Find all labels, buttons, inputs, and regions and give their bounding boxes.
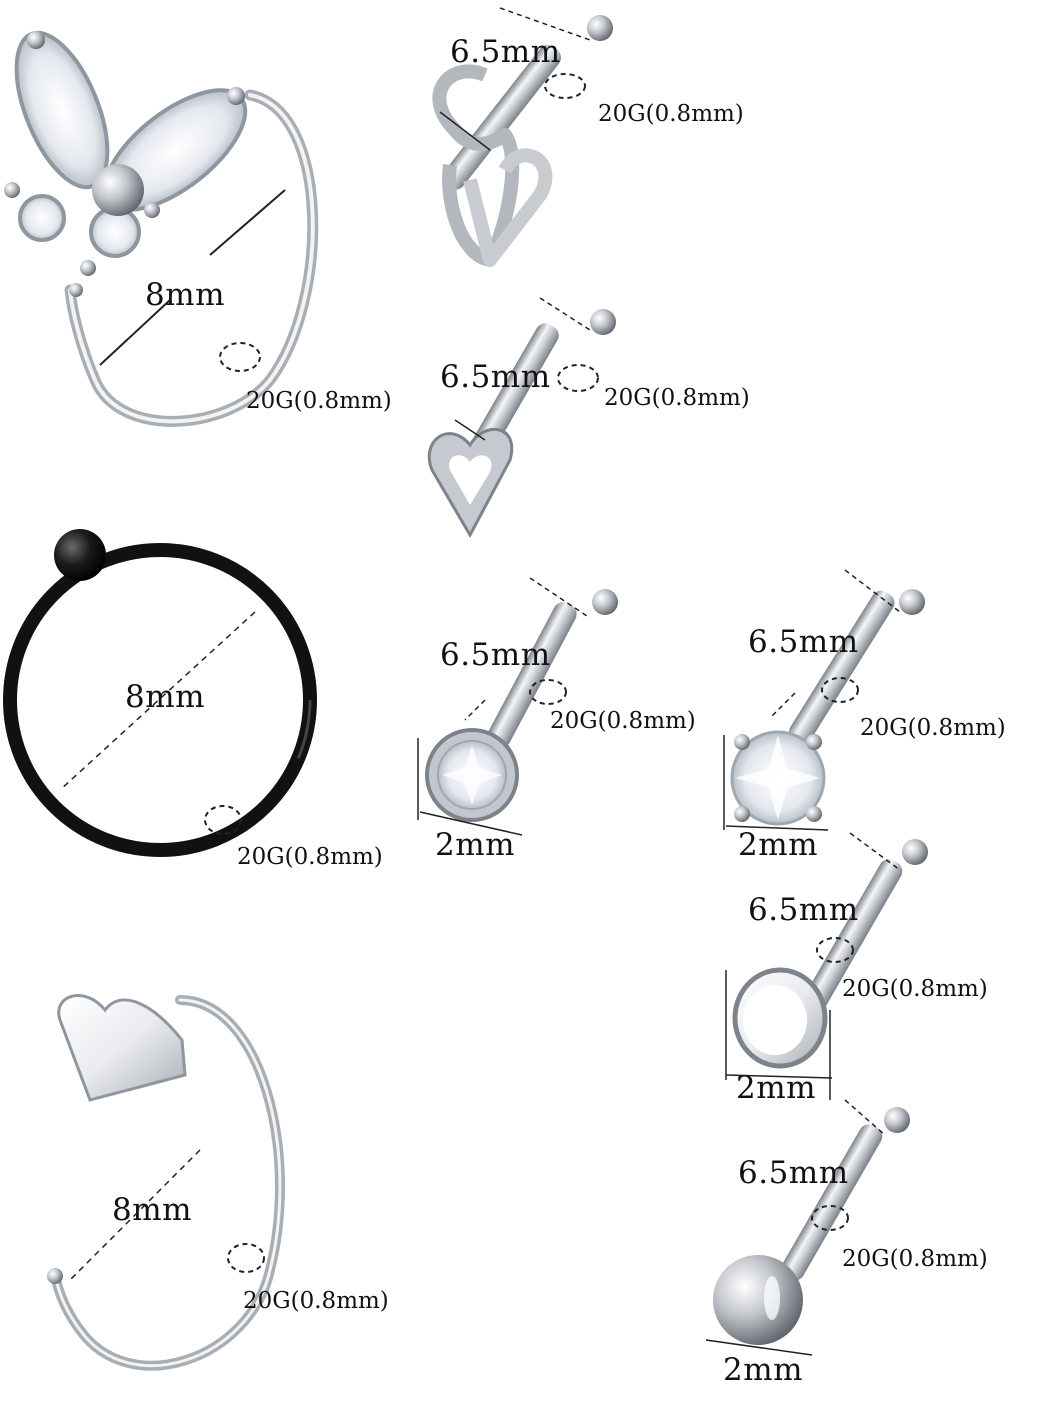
flat-disc-stud: [725, 832, 928, 1100]
item1-gauge-label: 20G(0.8mm): [246, 388, 392, 414]
item7-gauge-label: 20G(0.8mm): [243, 1288, 389, 1314]
ball-stud: [705, 1099, 910, 1356]
item6-length-label: 6.5mm: [748, 624, 859, 660]
prong-cz-stud: [723, 569, 925, 831]
item9-head-label: 2mm: [723, 1352, 804, 1388]
item4-gauge-label: 20G(0.8mm): [237, 844, 383, 870]
butterfly-hoop: [4, 30, 319, 427]
item6-gauge-label: 20G(0.8mm): [860, 715, 1006, 741]
item8-length-label: 6.5mm: [748, 892, 859, 928]
item9-length-label: 6.5mm: [738, 1155, 849, 1191]
item5-length-label: 6.5mm: [440, 637, 551, 673]
item5-head-label: 2mm: [435, 827, 516, 863]
hollow-heart-stud: [427, 297, 616, 539]
item1-diameter-label: 8mm: [145, 277, 226, 313]
item4-diameter-label: 8mm: [125, 679, 206, 715]
item7-diameter-label: 8mm: [112, 1192, 193, 1228]
black-captive-ring: [3, 529, 317, 857]
item6-head-label: 2mm: [738, 827, 819, 863]
item3-length-label: 6.5mm: [440, 359, 551, 395]
heart-top-hoop: [47, 994, 285, 1371]
item8-gauge-label: 20G(0.8mm): [842, 976, 988, 1002]
item9-gauge-label: 20G(0.8mm): [842, 1246, 988, 1272]
item2-gauge-label: 20G(0.8mm): [598, 101, 744, 127]
item5-gauge-label: 20G(0.8mm): [550, 708, 696, 734]
bezel-cz-stud: [417, 577, 618, 836]
item2-length-label: 6.5mm: [450, 34, 561, 70]
item3-gauge-label: 20G(0.8mm): [604, 385, 750, 411]
knot-heart-stud: [432, 7, 613, 267]
item8-head-label: 2mm: [736, 1070, 817, 1106]
